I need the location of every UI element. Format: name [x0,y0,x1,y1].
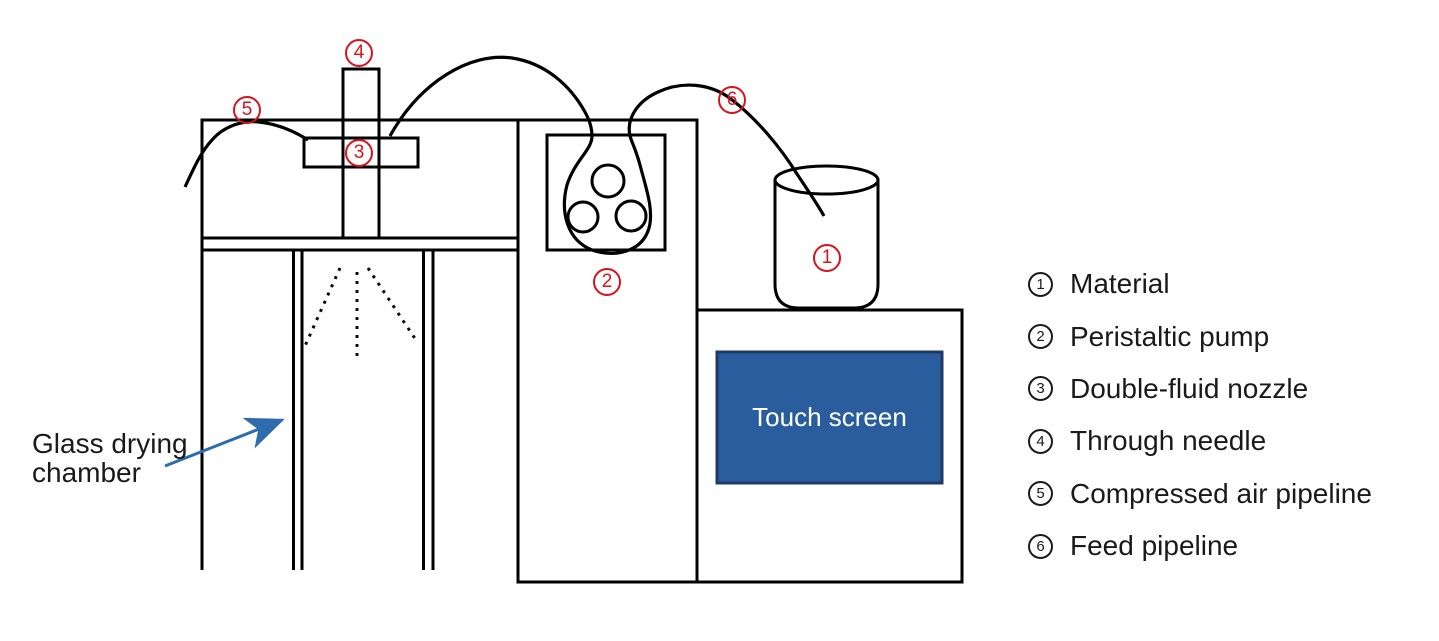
compressed-air-pipeline-tube [183,120,309,188]
glass-drying-chamber-label-line2: chamber [32,457,141,488]
legend-label-compressed-air-pipeline: Compressed air pipeline [1070,477,1372,509]
drying-chamber-housing [200,118,518,570]
legend-num-2: 2 [1028,324,1053,350]
glass-drying-chamber-label-line1: Glass drying [32,428,188,459]
double-fluid-nozzle-shape [302,136,420,169]
pump-body-shape [516,118,699,584]
through-needle-shape [341,67,381,238]
legend-num-3: 3 [1028,376,1053,402]
legend: 1 Material 2 Peristaltic pump 3 Double-f… [1028,258,1372,572]
legend-num-5: 5 [1028,481,1053,507]
legend-item-double-fluid-nozzle: 3 Double-fluid nozzle [1028,363,1372,415]
touch-screen-shape [715,350,944,485]
marker-3-double-fluid-nozzle: 3 [345,139,373,167]
marker-2-peristaltic-pump: 2 [593,268,621,296]
material-beaker-shape [773,164,880,310]
legend-num-6: 6 [1028,533,1053,559]
legend-item-feed-pipeline: 6 Feed pipeline [1028,520,1372,572]
control-box-shape [695,308,964,584]
glass-drying-chamber-label: Glass drying chamber [32,429,188,487]
legend-item-material: 1 Material [1028,258,1372,310]
chamber-pointer-arrow [164,417,285,468]
legend-label-feed-pipeline: Feed pipeline [1070,530,1239,562]
spray-dotted-lines [303,267,418,360]
legend-num-1: 1 [1028,271,1053,297]
legend-item-compressed-air-pipeline: 5 Compressed air pipeline [1028,468,1372,520]
marker-5-compressed-air-pipeline: 5 [233,96,261,124]
marker-1-material: 1 [813,244,841,272]
legend-label-double-fluid-nozzle: Double-fluid nozzle [1070,372,1309,404]
legend-label-peristaltic-pump: Peristaltic pump [1070,320,1270,352]
legend-num-4: 4 [1028,428,1053,454]
legend-item-peristaltic-pump: 2 Peristaltic pump [1028,310,1372,362]
marker-4-through-needle: 4 [345,39,373,67]
marker-6-feed-pipeline: 6 [718,86,746,114]
legend-label-material: Material [1070,268,1170,300]
pump-head-shape [545,133,667,252]
feed-pipeline-tube [388,55,826,255]
legend-item-through-needle: 4 Through needle [1028,415,1372,467]
legend-label-through-needle: Through needle [1070,425,1267,457]
